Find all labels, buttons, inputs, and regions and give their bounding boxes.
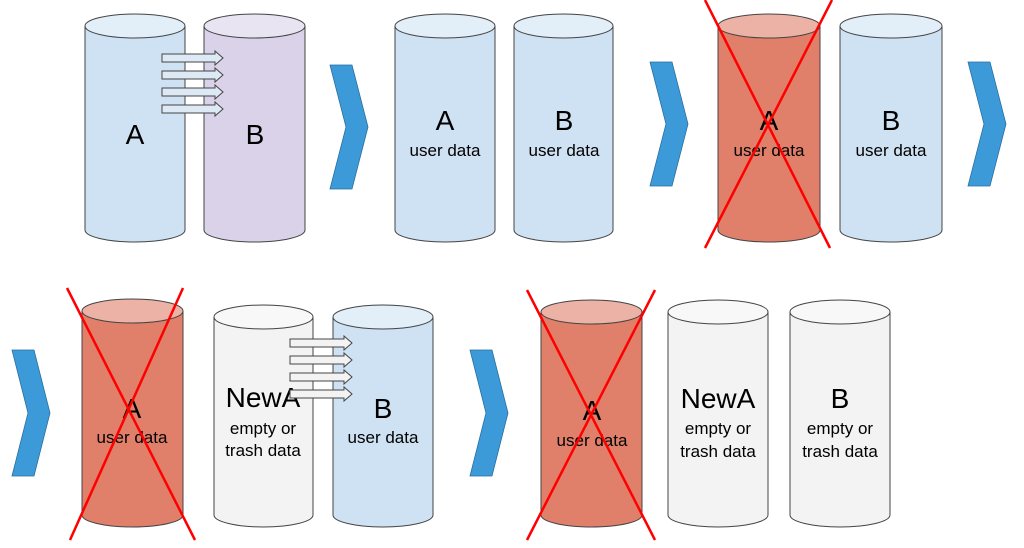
cylinder-top bbox=[540, 299, 643, 325]
cylinder-body bbox=[717, 26, 821, 243]
chevron-right-icon bbox=[967, 61, 1007, 187]
cylinder-top bbox=[84, 13, 186, 39]
chevron-right-icon bbox=[11, 349, 51, 477]
database-a-deleted bbox=[717, 13, 821, 243]
arrow-right-icon bbox=[289, 385, 353, 403]
chevron-right-icon bbox=[469, 349, 509, 477]
arrow-right-icon bbox=[289, 351, 353, 369]
cylinder-top bbox=[789, 299, 891, 325]
database-newa bbox=[213, 304, 314, 528]
db-b-label: B bbox=[374, 393, 393, 424]
cylinder-body bbox=[789, 312, 891, 528]
delete-x-icon bbox=[525, 289, 657, 541]
cylinder-top bbox=[667, 299, 769, 325]
cylinder-body bbox=[513, 26, 614, 243]
cylinder-body bbox=[839, 26, 943, 243]
db-b-sub: user data bbox=[856, 141, 927, 160]
db-b-sub1: empty or bbox=[807, 419, 873, 438]
cylinder-body bbox=[667, 312, 769, 528]
cylinder-body bbox=[203, 26, 306, 243]
cylinder-top bbox=[394, 13, 496, 39]
cylinder-body bbox=[84, 26, 186, 243]
arrow-right-icon bbox=[161, 66, 224, 84]
db-newa-sub2: trash data bbox=[225, 441, 301, 460]
db-a-label: A bbox=[126, 119, 145, 150]
arrow-right-icon bbox=[161, 83, 224, 101]
chevron-right-icon bbox=[329, 64, 369, 190]
cylinder-top bbox=[332, 304, 434, 330]
database-b bbox=[513, 13, 614, 243]
chevron-right-icon bbox=[649, 61, 689, 187]
delete-x-icon bbox=[703, 0, 834, 249]
database-b bbox=[789, 299, 891, 528]
database-a bbox=[394, 13, 496, 243]
db-b-label: B bbox=[882, 105, 901, 136]
db-newa-label: NewA bbox=[226, 382, 301, 413]
cylinder-top bbox=[81, 298, 184, 324]
database-b bbox=[839, 13, 943, 243]
cylinder-top bbox=[203, 13, 306, 39]
cylinder-top bbox=[513, 13, 614, 39]
db-b-sub2: trash data bbox=[802, 442, 878, 461]
cylinder-body bbox=[332, 317, 434, 528]
cylinder-top bbox=[839, 13, 943, 39]
database-b bbox=[203, 13, 306, 243]
db-newa-sub2: trash data bbox=[680, 442, 756, 461]
db-newa-label: NewA bbox=[681, 383, 756, 414]
db-b-label: B bbox=[246, 119, 265, 150]
arrow-right-icon bbox=[289, 334, 353, 352]
database-newa bbox=[667, 299, 769, 528]
db-b-sub: user data bbox=[529, 141, 600, 160]
cylinder-top bbox=[213, 304, 314, 330]
database-a bbox=[84, 13, 186, 243]
db-a-label: A bbox=[123, 393, 142, 424]
arrow-right-icon bbox=[289, 368, 353, 386]
db-b-label: B bbox=[831, 383, 850, 414]
delete-x-icon bbox=[68, 287, 185, 541]
db-a-sub: user data bbox=[734, 141, 805, 160]
db-a-sub: user data bbox=[557, 431, 628, 450]
arrow-right-icon bbox=[161, 100, 224, 118]
database-b bbox=[332, 304, 434, 528]
db-a-sub: user data bbox=[410, 141, 481, 160]
db-newa-sub1: empty or bbox=[685, 419, 751, 438]
db-newa-sub1: empty or bbox=[230, 419, 296, 438]
cylinder-top bbox=[717, 13, 821, 39]
arrow-right-icon bbox=[161, 49, 224, 67]
db-a-label: A bbox=[436, 105, 455, 136]
db-a-sub: user data bbox=[97, 428, 168, 447]
db-b-sub: user data bbox=[348, 428, 419, 447]
cylinder-body bbox=[213, 317, 314, 528]
cylinder-body bbox=[394, 26, 496, 243]
db-b-label: B bbox=[555, 105, 574, 136]
delete-x-icon bbox=[65, 287, 197, 541]
